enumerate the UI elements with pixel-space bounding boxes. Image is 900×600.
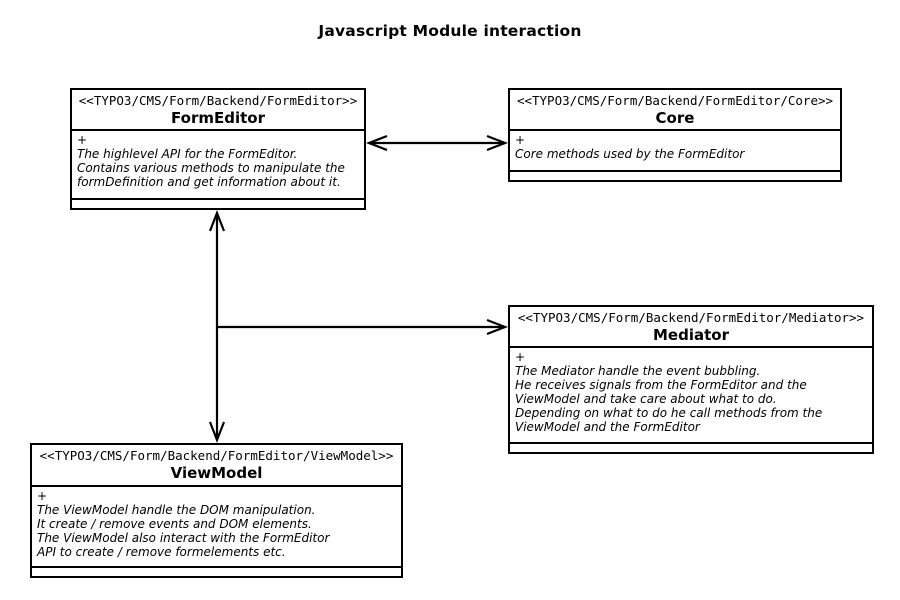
class-methods-compartment (510, 170, 840, 180)
diagram-title: Javascript Module interaction (318, 22, 582, 40)
class-description-line: Contains various methods to manipulate t… (77, 161, 345, 175)
class-body-formeditor: + The highlevel API for the FormEditor. … (72, 131, 364, 198)
class-stereotype: <<TYPO3/CMS/Form/Backend/FormEditor/Core… (516, 93, 834, 108)
visibility-marker: + (37, 489, 48, 503)
class-name: FormEditor (171, 109, 265, 127)
class-body-core: + Core methods used by the FormEditor (510, 131, 840, 170)
class-header-mediator: <<TYPO3/CMS/Form/Backend/FormEditor/Medi… (510, 307, 872, 348)
class-description-line: Depending on what to do he call methods … (515, 406, 823, 420)
class-description-line: ViewModel and the FormEditor (515, 420, 700, 434)
class-name: Core (655, 109, 695, 127)
class-header-viewmodel: <<TYPO3/CMS/Form/Backend/FormEditor/View… (32, 445, 401, 487)
class-box-mediator: <<TYPO3/CMS/Form/Backend/FormEditor/Medi… (508, 305, 874, 454)
class-methods-compartment (72, 198, 364, 208)
visibility-marker: + (515, 350, 526, 364)
class-name: ViewModel (170, 464, 263, 482)
arrow-formeditor-viewmodel (208, 209, 226, 444)
class-description-line: He receives signals from the FormEditor … (515, 378, 807, 392)
class-stereotype: <<TYPO3/CMS/Form/Backend/FormEditor/View… (39, 448, 394, 463)
class-box-core: <<TYPO3/CMS/Form/Backend/FormEditor/Core… (508, 88, 842, 182)
class-methods-compartment (32, 566, 401, 576)
class-description-line: The ViewModel handle the DOM manipulatio… (37, 503, 316, 517)
class-description-line: ViewModel and take care about what to do… (515, 392, 777, 406)
class-body-viewmodel: + The ViewModel handle the DOM manipulat… (32, 487, 401, 566)
class-description-line: formDefinition and get information about… (77, 175, 341, 189)
class-description-line: The Mediator handle the event bubbling. (515, 364, 761, 378)
visibility-marker: + (515, 133, 526, 147)
class-stereotype: <<TYPO3/CMS/Form/Backend/FormEditor>> (78, 93, 358, 108)
class-stereotype: <<TYPO3/CMS/Form/Backend/FormEditor/Medi… (517, 310, 865, 325)
class-methods-compartment (510, 442, 872, 452)
class-header-core: <<TYPO3/CMS/Form/Backend/FormEditor/Core… (510, 90, 840, 131)
class-box-viewmodel: <<TYPO3/CMS/Form/Backend/FormEditor/View… (30, 443, 403, 578)
class-header-formeditor: <<TYPO3/CMS/Form/Backend/FormEditor>> Fo… (72, 90, 364, 131)
class-body-mediator: + The Mediator handle the event bubbling… (510, 348, 872, 442)
class-description-line: Core methods used by the FormEditor (515, 147, 745, 161)
arrow-to-mediator (217, 318, 509, 336)
class-description-line: It create / remove events and DOM elemen… (37, 517, 312, 531)
class-name: Mediator (653, 326, 729, 344)
class-box-formeditor: <<TYPO3/CMS/Form/Backend/FormEditor>> Fo… (70, 88, 366, 210)
class-description-line: API to create / remove formelements etc. (37, 545, 286, 559)
class-description-line: The ViewModel also interact with the For… (37, 531, 330, 545)
class-description-line: The highlevel API for the FormEditor. (77, 147, 298, 161)
visibility-marker: + (77, 133, 88, 147)
arrow-formeditor-core (365, 134, 509, 152)
